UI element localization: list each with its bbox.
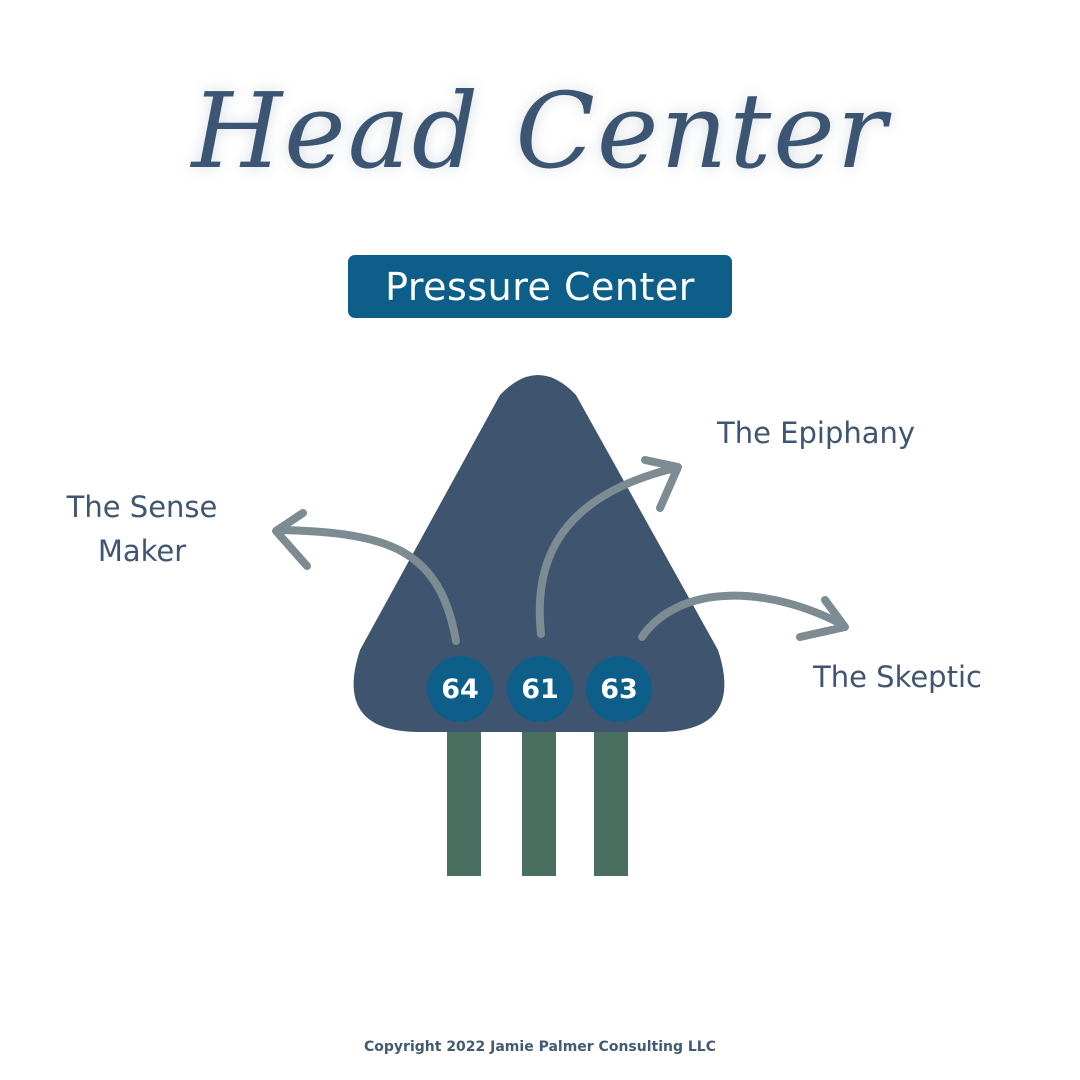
gate-64-number: 64 bbox=[441, 674, 479, 705]
gate-61: 61 bbox=[507, 656, 573, 722]
arrow-sense-maker bbox=[272, 509, 460, 645]
center-type-label: Pressure Center bbox=[385, 264, 695, 309]
gate-63: 63 bbox=[586, 656, 652, 722]
arrow-skeptic bbox=[638, 591, 849, 641]
page-title: Head Center bbox=[191, 70, 889, 192]
channel-61 bbox=[522, 725, 556, 876]
channel-63 bbox=[594, 725, 628, 876]
center-type-badge: Pressure Center bbox=[348, 255, 732, 318]
channel-64 bbox=[447, 725, 481, 876]
arrow-epiphany bbox=[535, 456, 682, 638]
label-skeptic: The Skeptic bbox=[813, 660, 982, 694]
gate-61-number: 61 bbox=[521, 674, 559, 705]
label-epiphany: The Epiphany bbox=[717, 416, 916, 450]
head-center-shape bbox=[353, 375, 725, 732]
gate-63-number: 63 bbox=[600, 674, 638, 705]
copyright-footer: Copyright 2022 Jamie Palmer Consulting L… bbox=[364, 1039, 716, 1055]
label-sense-maker: The Sense Maker bbox=[66, 490, 218, 568]
gate-64: 64 bbox=[427, 656, 493, 722]
